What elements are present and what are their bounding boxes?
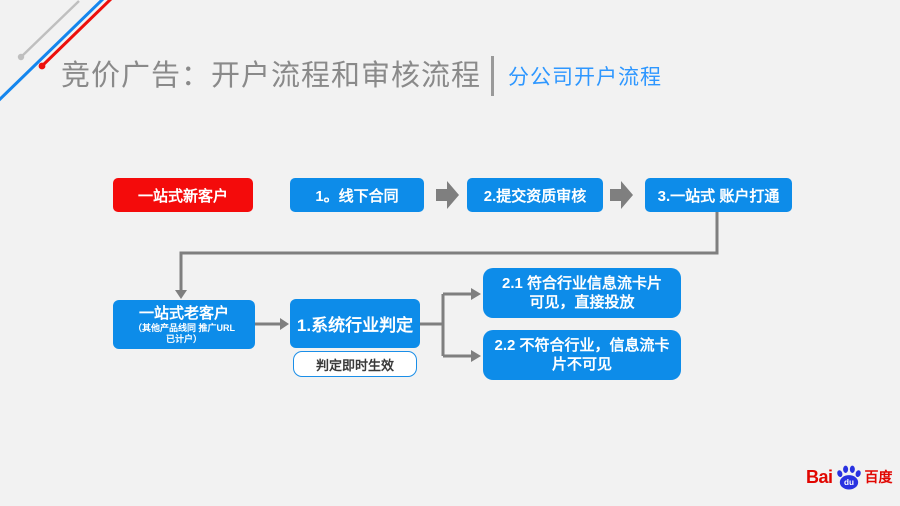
old-customer-title: 一站式老客户 (138, 304, 229, 322)
header: 竞价广告：开户流程和审核流程 分公司开户流程 (61, 52, 662, 100)
old-customer-note: （其他产品线同 推广URL 已计户） (133, 323, 235, 345)
decor-gray-dot (17, 53, 25, 61)
arrowhead-right-icon (471, 288, 481, 300)
branch-match-line1: 2.1 符合行业信息流卡片 (501, 275, 663, 292)
branch-mismatch-line2: 片不可见 (551, 356, 612, 373)
old-customer-note-line2: 已计户） (165, 333, 202, 344)
box-branch-match: 2.1 符合行业信息流卡片 可见，直接投放 (483, 268, 681, 318)
arrowhead-right-icon (471, 350, 481, 362)
baidu-logo-du: du (843, 478, 853, 487)
old-customer-note-line1: （其他产品线同 推广URL (133, 322, 235, 333)
judge-note-badge: 判定即时生效 (293, 351, 417, 377)
box-step3-account-link: 3.一站式 账户打通 (645, 178, 792, 212)
connector-judge-branches (419, 292, 472, 358)
baidu-logo-cn: 百度 (864, 469, 893, 485)
title-divider (491, 56, 495, 96)
decor-gray-line (20, 0, 80, 58)
box-branch-mismatch: 2.2 不符合行业，信息流卡 片不可见 (483, 330, 681, 380)
arrowhead-down-icon (175, 290, 187, 299)
box-step1-offline-contract: 1。线下合同 (290, 178, 424, 212)
flow-arrow-icon (436, 181, 459, 209)
box-step2-qualification-review: 2.提交资质审核 (467, 178, 603, 212)
baidu-paw-icon: du (836, 465, 861, 490)
flow-arrow-icon (610, 181, 633, 209)
page-subtitle: 分公司开户流程 (508, 66, 663, 89)
page-title: 竞价广告：开户流程和审核流程 (61, 60, 482, 92)
box-new-customer: 一站式新客户 (113, 178, 253, 212)
box-old-customer: 一站式老客户 （其他产品线同 推广URL 已计户） (113, 300, 255, 349)
box-industry-judge: 1.系统行业判定 (290, 299, 420, 348)
baidu-logo: Bai du 百度 (806, 461, 893, 493)
decor-red-dot (38, 62, 46, 70)
decor-blue-line (0, 0, 105, 102)
decorative-diagonal-lines (0, 0, 113, 102)
decor-red-line (40, 0, 113, 68)
branch-mismatch-line1: 2.2 不符合行业，信息流卡 (494, 337, 670, 354)
baidu-logo-bai: Bai (806, 466, 833, 487)
arrowhead-right-icon (280, 318, 289, 330)
branch-match-line2: 可见，直接投放 (529, 294, 635, 311)
